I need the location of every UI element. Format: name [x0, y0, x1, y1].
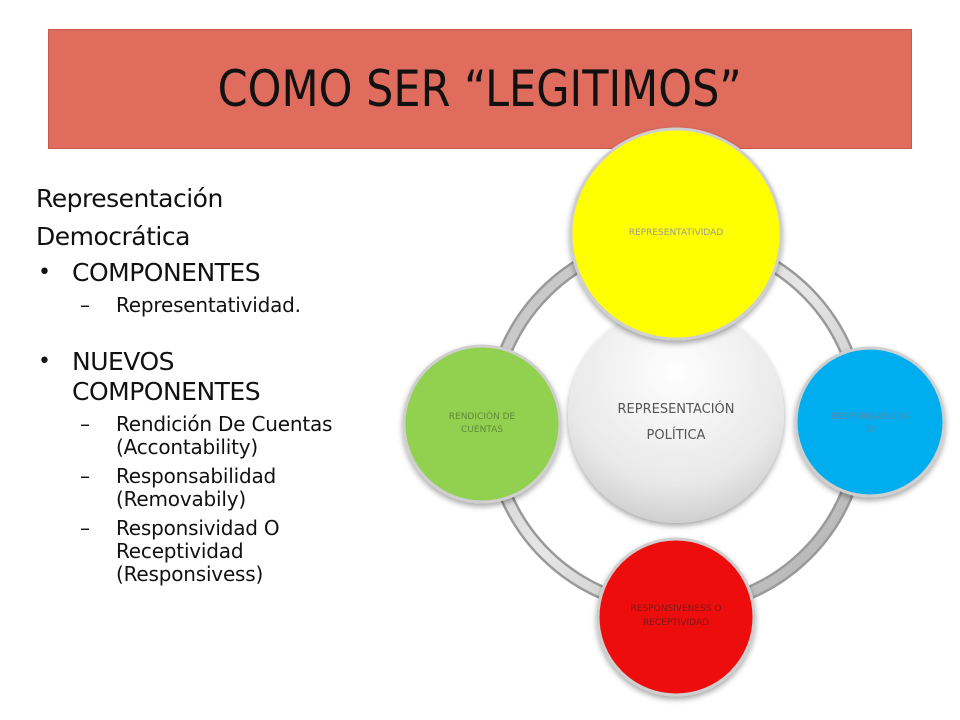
sub-item-responsabilidad-line-1: Responsabilidad	[116, 464, 277, 488]
sub-item-responsividad-line-2: Receptividad	[116, 539, 244, 563]
sub-item-rendicion: Rendición De Cuentas (Accontability)	[36, 413, 406, 459]
sub-item-responsabilidad: Responsabilidad (Removabily)	[36, 465, 406, 511]
node-left-label-line-1: RENDICIÓN DE	[449, 410, 516, 422]
node-top	[569, 127, 783, 341]
sub-item-rendicion-line-1: Rendición De Cuentas	[116, 412, 333, 436]
sub-item-representatividad: Representatividad.	[36, 294, 406, 318]
node-right	[794, 346, 946, 498]
node-bottom-label-line-2: RECEPTIVIDAD	[643, 618, 709, 628]
bullet-nuevos-componentes: NUEVOS COMPONENTES	[36, 347, 406, 407]
center-label-line-2: POLÍTICA	[647, 427, 706, 443]
node-bottom-label-line-1: RESPONSIVENESS O	[631, 604, 722, 614]
node-top-label: REPRESENTATIVIDAD	[629, 228, 724, 238]
center-label-line-1: REPRESENTACIÓN	[618, 401, 735, 417]
node-right-label-line-1: RESPONSABILIDA	[831, 412, 910, 422]
center-circle	[568, 307, 784, 523]
heading-line-2: Democrática	[36, 222, 190, 251]
bullet-nuevos-line-1: NUEVOS	[72, 347, 175, 376]
heading-line-1: Representación	[36, 184, 223, 213]
title-bar: COMO SER “LEGITIMOS”	[48, 29, 912, 149]
node-left	[402, 344, 562, 504]
node-bottom	[596, 537, 756, 697]
sub-item-responsividad-line-1: Responsividad O	[116, 516, 280, 540]
sub-item-responsividad-line-3: (Responsivess)	[116, 562, 264, 586]
sub-item-responsividad: Responsividad O Receptividad (Responsive…	[36, 517, 406, 586]
slide-title: COMO SER “LEGITIMOS”	[217, 60, 743, 118]
bullet-componentes: COMPONENTES	[36, 258, 406, 288]
bullet-nuevos-line-2: COMPONENTES	[72, 377, 261, 406]
node-right-label-line-2: D	[867, 425, 874, 435]
sub-item-rendicion-line-2: (Accontability)	[116, 435, 258, 459]
left-text-block: Representación Democrática COMPONENTES R…	[36, 180, 406, 586]
node-left-label-line-2: CUENTAS	[461, 425, 503, 435]
sub-item-responsabilidad-line-2: (Removabily)	[116, 487, 246, 511]
